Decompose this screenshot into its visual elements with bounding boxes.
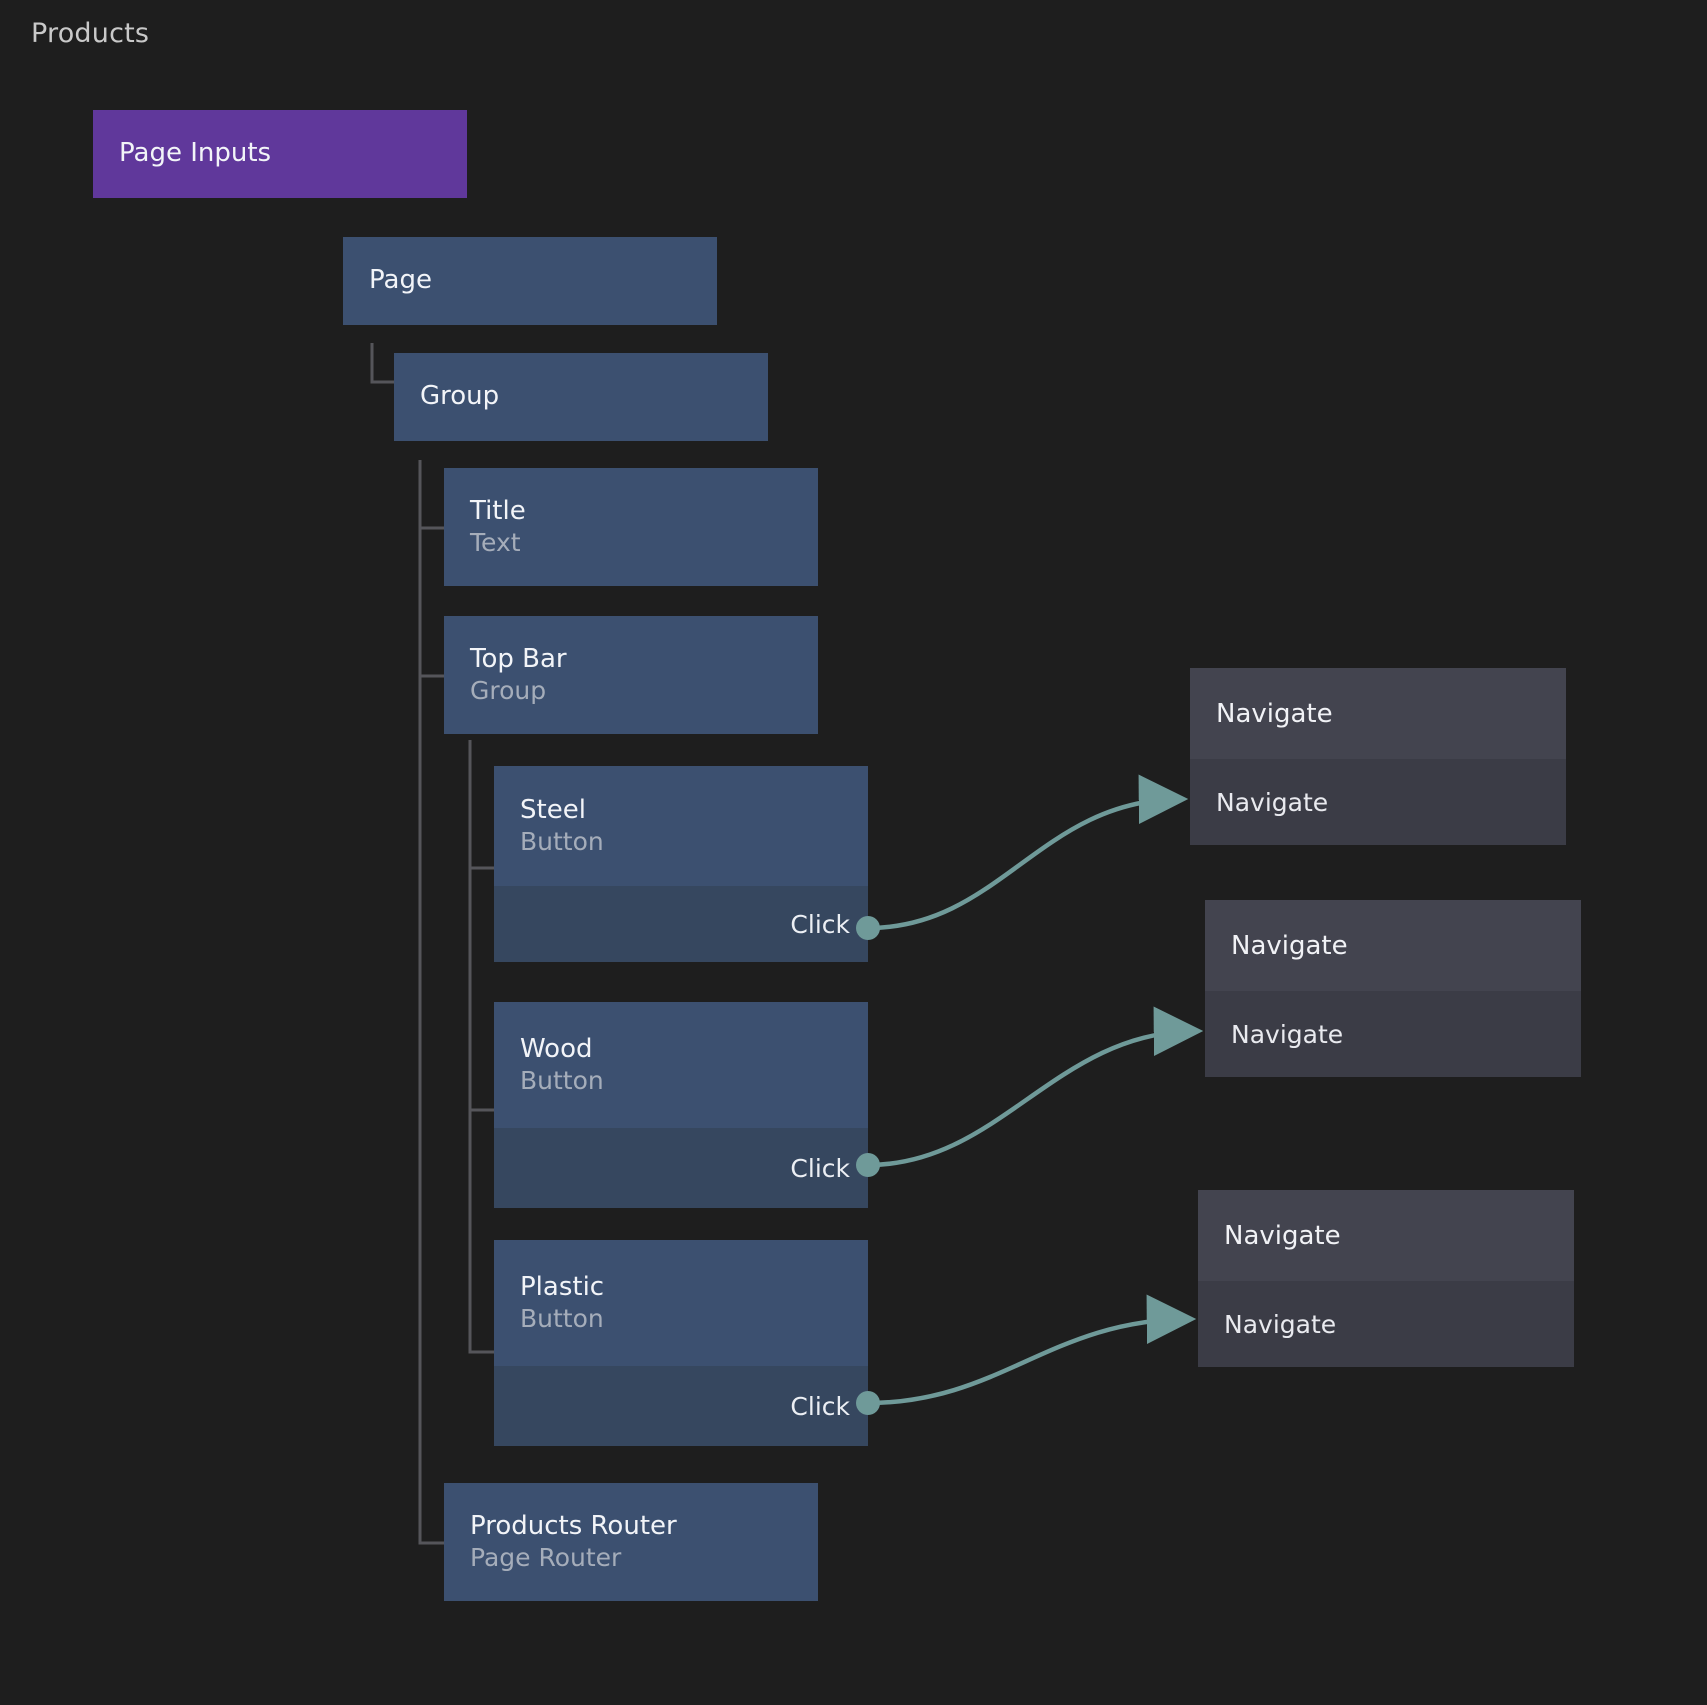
edge-steel-click-to-navigate-1 <box>865 774 1189 931</box>
node-navigate-3-header: Navigate <box>1198 1190 1574 1281</box>
node-navigate-1[interactable]: Navigate Navigate <box>1190 668 1566 845</box>
node-wood-type: Button <box>520 1065 604 1095</box>
node-title[interactable]: Title Text <box>444 468 818 586</box>
node-title-body: Title Text <box>444 468 818 586</box>
node-wood-name: Wood <box>520 1033 593 1064</box>
node-products-router[interactable]: Products Router Page Router <box>444 1483 818 1601</box>
edge-plastic-click-to-navigate-3 <box>865 1294 1197 1406</box>
node-products-router-name: Products Router <box>470 1510 677 1541</box>
node-page-name: Page <box>369 265 432 296</box>
node-navigate-3[interactable]: Navigate Navigate <box>1198 1190 1574 1367</box>
node-navigate-3-item-label: Navigate <box>1224 1309 1337 1339</box>
node-plastic-event-label: Click <box>790 1391 850 1421</box>
node-navigate-3-title: Navigate <box>1224 1220 1341 1251</box>
node-wood-header: Wood Button <box>494 1002 868 1128</box>
node-navigate-1-item[interactable]: Navigate <box>1190 759 1566 845</box>
node-wood-event-row[interactable]: Click <box>494 1128 868 1208</box>
node-steel-event-label: Click <box>790 909 850 939</box>
node-navigate-2-title: Navigate <box>1231 930 1348 961</box>
node-products-router-body: Products Router Page Router <box>444 1483 818 1601</box>
node-page-body: Page <box>343 237 717 325</box>
node-page-inputs[interactable]: Page Inputs <box>93 110 467 198</box>
node-navigate-1-item-label: Navigate <box>1216 787 1329 817</box>
node-steel-type: Button <box>520 826 604 856</box>
node-plastic-type: Button <box>520 1303 604 1333</box>
node-page-inputs-name: Page Inputs <box>119 138 272 169</box>
node-steel[interactable]: Steel Button Click <box>494 766 868 962</box>
node-top-bar-name: Top Bar <box>470 643 567 674</box>
node-navigate-2-item[interactable]: Navigate <box>1205 991 1581 1077</box>
node-page-inputs-body: Page Inputs <box>93 110 467 198</box>
node-top-bar[interactable]: Top Bar Group <box>444 616 818 734</box>
node-steel-header: Steel Button <box>494 766 868 886</box>
node-navigate-1-title: Navigate <box>1216 698 1333 729</box>
node-products-router-type: Page Router <box>470 1542 622 1572</box>
page-title: Products <box>31 18 150 49</box>
edge-wood-click-to-navigate-2 <box>865 1006 1204 1168</box>
node-group-body: Group <box>394 353 768 441</box>
node-navigate-1-header: Navigate <box>1190 668 1566 759</box>
node-navigate-3-item[interactable]: Navigate <box>1198 1281 1574 1367</box>
node-page[interactable]: Page <box>343 237 717 325</box>
node-title-type: Text <box>470 527 521 557</box>
node-navigate-2-item-label: Navigate <box>1231 1019 1344 1049</box>
node-plastic-name: Plastic <box>520 1271 605 1302</box>
node-plastic[interactable]: Plastic Button Click <box>494 1240 868 1446</box>
node-plastic-header: Plastic Button <box>494 1240 868 1366</box>
node-group-name: Group <box>420 381 500 412</box>
node-steel-name: Steel <box>520 794 586 825</box>
node-title-name: Title <box>470 495 526 526</box>
node-wood-event-label: Click <box>790 1153 850 1183</box>
node-plastic-event-row[interactable]: Click <box>494 1366 868 1446</box>
node-navigate-2-header: Navigate <box>1205 900 1581 991</box>
node-top-bar-body: Top Bar Group <box>444 616 818 734</box>
node-navigate-2[interactable]: Navigate Navigate <box>1205 900 1581 1077</box>
node-wood[interactable]: Wood Button Click <box>494 1002 868 1208</box>
node-top-bar-type: Group <box>470 675 547 705</box>
node-steel-event-row[interactable]: Click <box>494 886 868 962</box>
node-group[interactable]: Group <box>394 353 768 441</box>
